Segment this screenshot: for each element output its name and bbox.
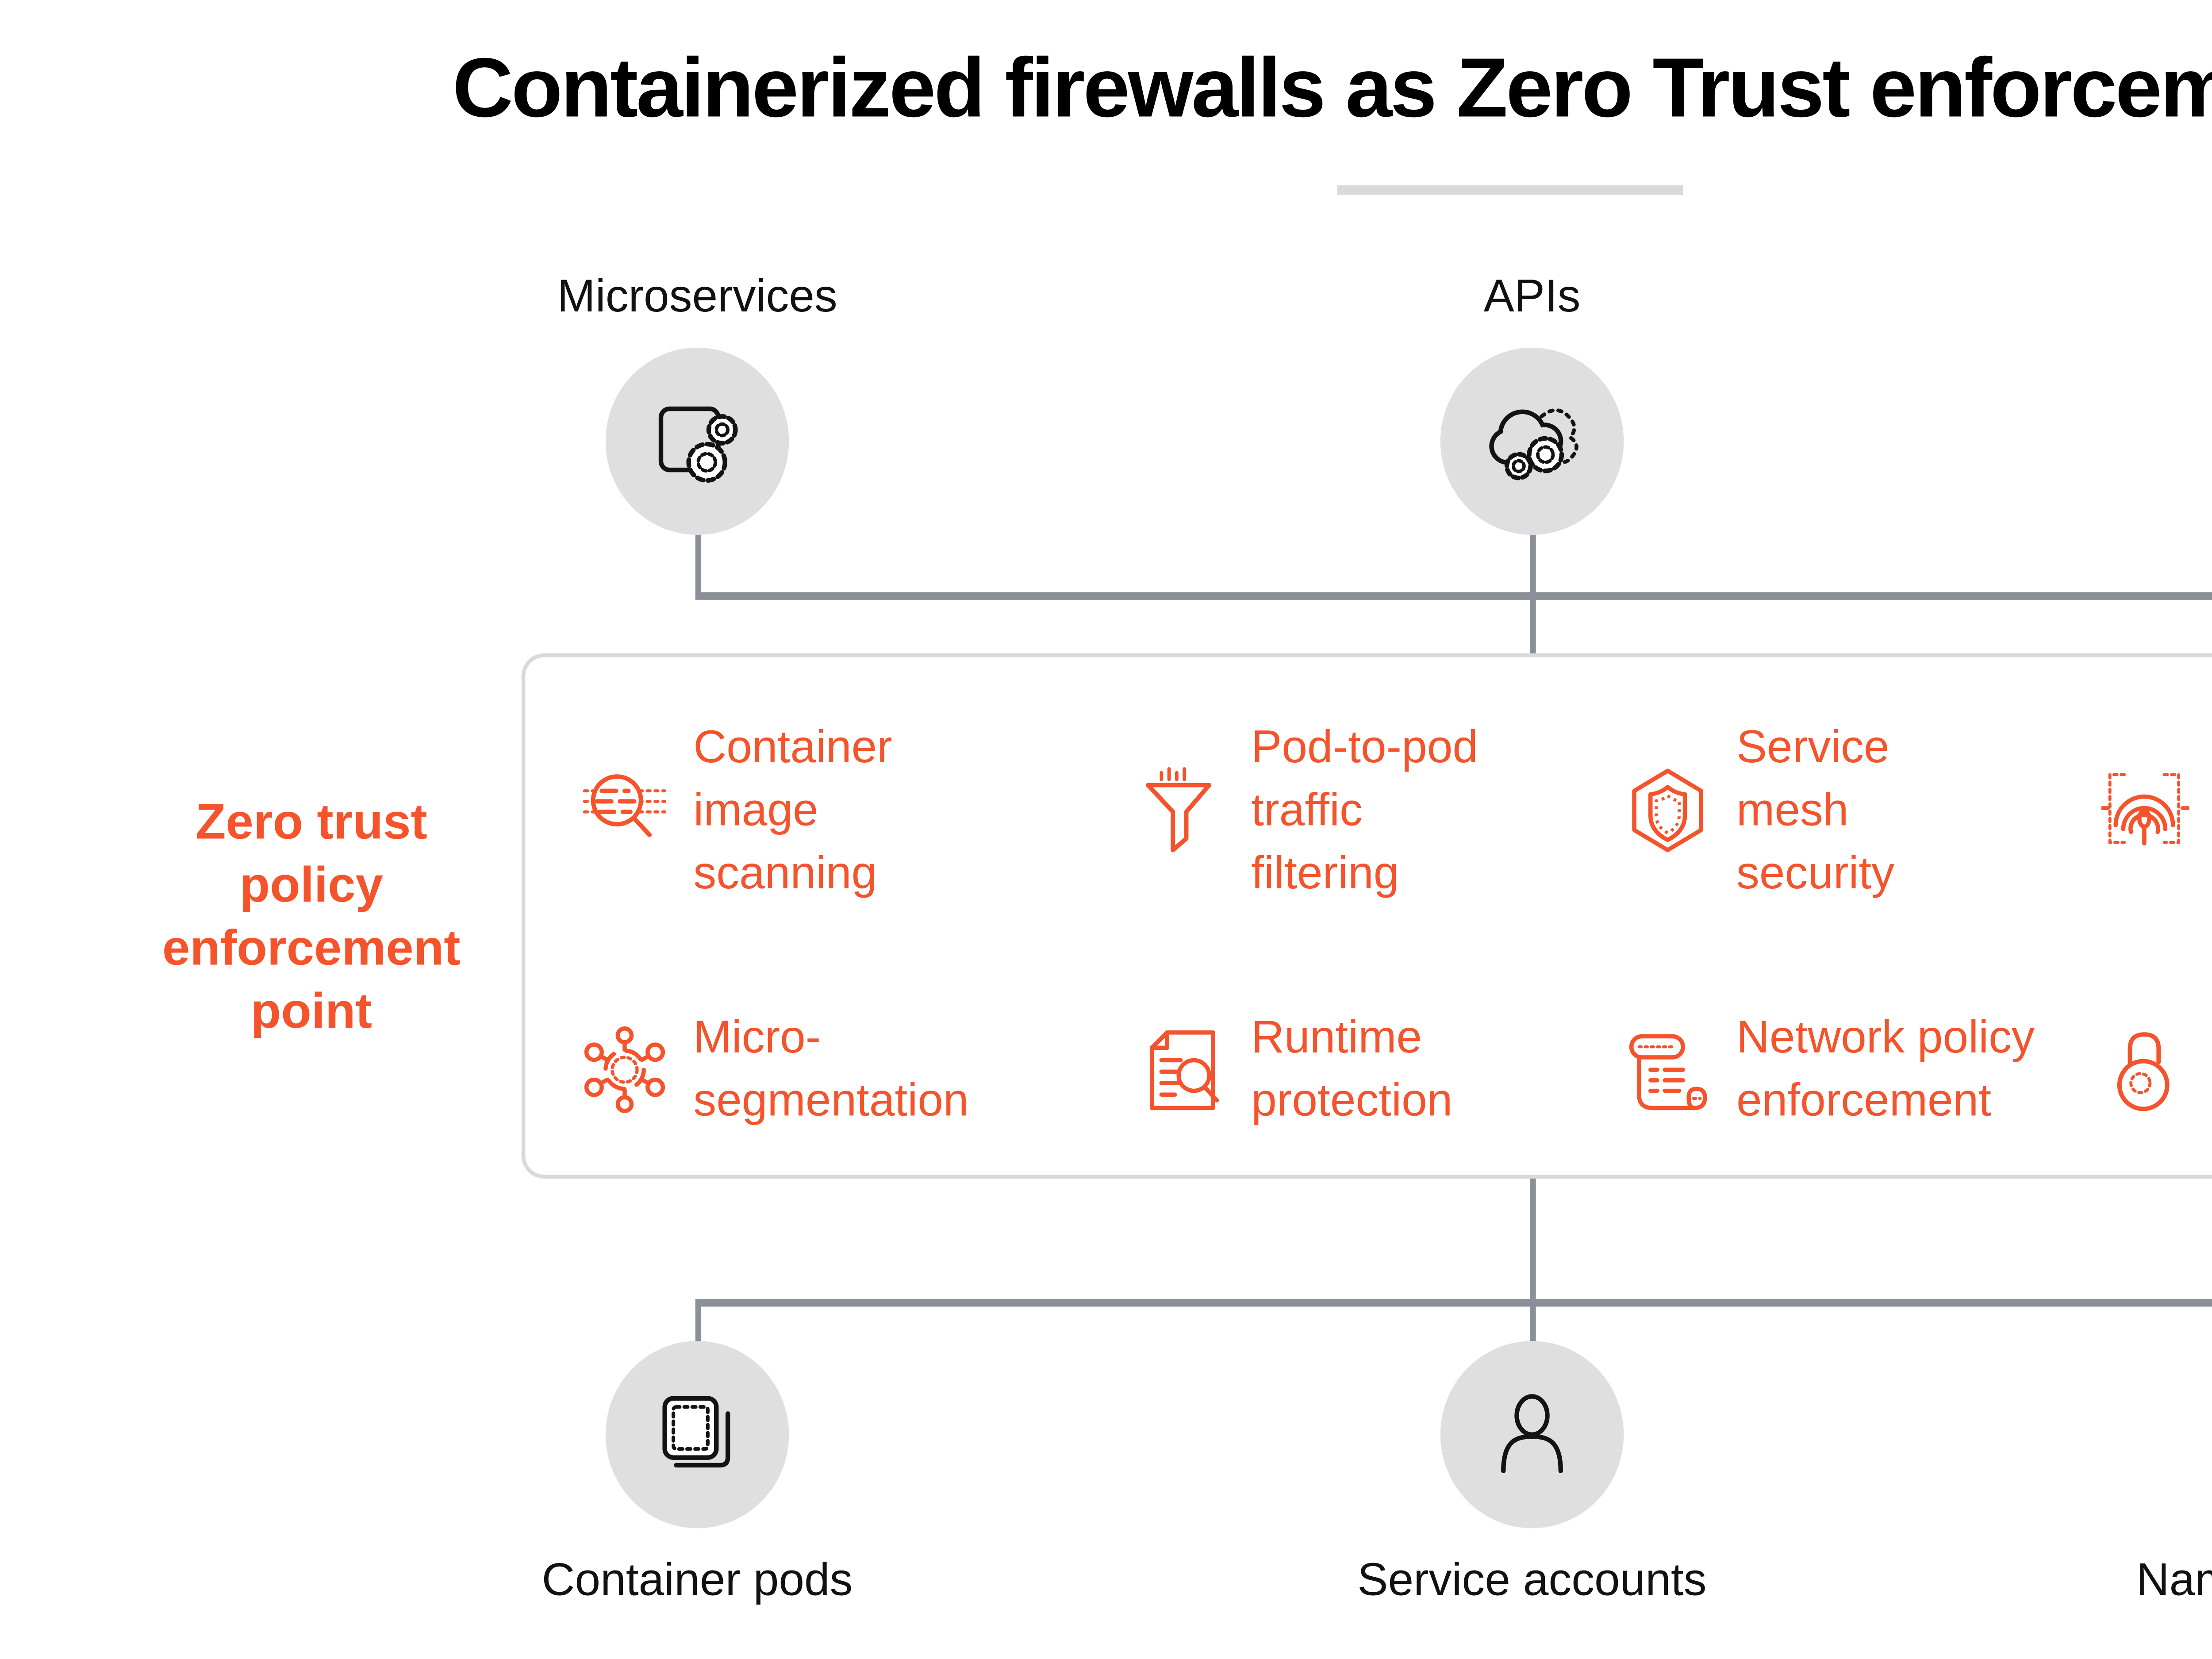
policy-scroll-icon: [1629, 1034, 1707, 1110]
node-container-pods: Container pods: [315, 1341, 1079, 1610]
cloud-with-gears-icon: [1489, 408, 1578, 480]
connector-line: [695, 531, 701, 594]
node-label: Container pods: [541, 1555, 853, 1607]
service-label: Network policy enforcement: [1736, 1012, 2035, 1127]
service-network-policy-enforcement: Network policy enforcement: [1624, 974, 2057, 1165]
title-divider: [1337, 185, 1683, 195]
service-label: Container image scanning: [693, 721, 892, 899]
service-label: Service mesh security: [1736, 721, 1895, 899]
connector-line: [1530, 531, 1536, 594]
node-microservices: Microservices: [315, 269, 1079, 535]
left-callout-label: Zero trust policy enforcement point: [162, 792, 461, 1039]
service-label: Pod-to-pod traffic filtering: [1251, 721, 1479, 899]
page-title: Containerized firewalls as Zero Trust en…: [452, 42, 2212, 136]
node-circle: [605, 347, 789, 535]
connector-line: [1530, 592, 1536, 657]
node-apis: APIs: [1150, 269, 1914, 535]
stacked-pods-icon: [662, 1396, 730, 1468]
container-with-gears-icon: [658, 406, 738, 483]
image-scan-magnifier-icon: [583, 774, 667, 837]
node-label: Namespaces/clusters: [2136, 1555, 2212, 1607]
service-mesh-security: Service mesh security: [1624, 714, 1950, 906]
node-label: Service accounts: [1357, 1555, 1707, 1607]
service-label: Micro-segmentation: [693, 1012, 969, 1127]
document-magnifier-icon: [1150, 1030, 1219, 1110]
padlock-icon: [2117, 1032, 2170, 1111]
node-label: APIs: [1483, 271, 1581, 323]
firewall-services-box: [521, 653, 2212, 1179]
node-circle: [1440, 1341, 1624, 1528]
service-runtime-protection: Runtime protection: [1139, 974, 1515, 1165]
node-circle: [1440, 347, 1624, 535]
hub-spoke-icon: [584, 1026, 665, 1114]
service-zero-trust-access: Zero trust access: [2101, 974, 2212, 1165]
node-circle: [605, 1341, 789, 1528]
service-micro-segmentation: Micro-segmentation: [581, 974, 1037, 1165]
connector-line: [1530, 1302, 1536, 1343]
service-container-image-scanning: Container image scanning: [581, 714, 938, 906]
person-icon: [1501, 1394, 1563, 1474]
shield-hexagon-icon: [1632, 768, 1703, 853]
connector-line: [695, 592, 2212, 600]
service-identity-based-access: Identity-based accss: [2101, 714, 2212, 906]
service-pod-to-pod-traffic-filtering: Pod-to-pod traffic filtering: [1139, 714, 1504, 906]
connector-line: [695, 1302, 701, 1343]
node-label: Microservices: [557, 271, 837, 323]
connector-line: [695, 1299, 2212, 1307]
fingerprint-icon: [2101, 773, 2189, 846]
node-data-stores: Data stores: [1973, 269, 2212, 535]
service-label: Runtime protection: [1251, 1012, 1453, 1127]
node-namespaces-clusters: Namespaces/clusters: [1973, 1341, 2212, 1610]
node-service-accounts: Service accounts: [1150, 1341, 1914, 1610]
connector-line: [1530, 1176, 1536, 1303]
funnel-filter-icon: [1146, 767, 1212, 853]
